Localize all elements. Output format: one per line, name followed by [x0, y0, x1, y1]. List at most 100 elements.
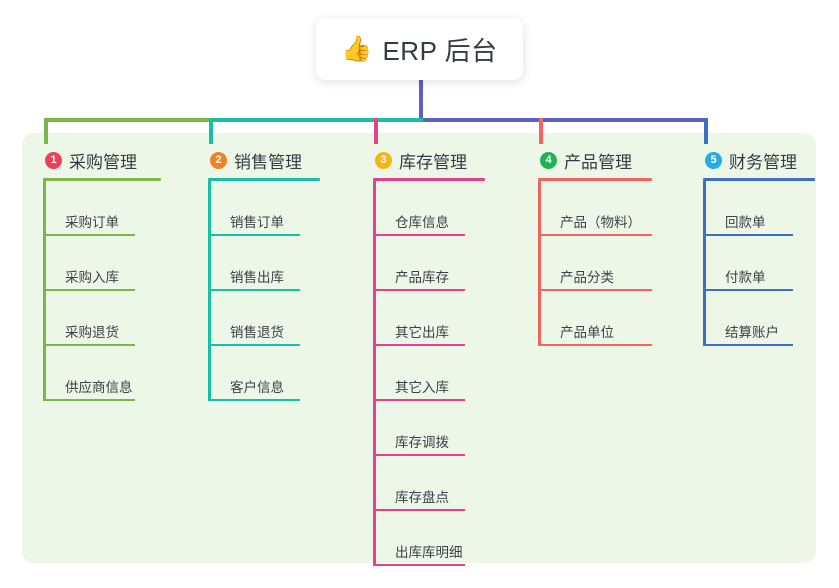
branch-drop-1	[44, 118, 48, 144]
branch-item-list: 销售订单销售出库销售退货客户信息	[208, 181, 320, 401]
branch-spine	[703, 181, 706, 346]
leaf-item[interactable]: 采购入库	[43, 236, 161, 291]
leaf-item-rule	[43, 399, 135, 401]
branch-header-4[interactable]: 4 产品管理	[538, 148, 652, 172]
leaf-item[interactable]: 供应商信息	[43, 346, 161, 401]
leaf-item[interactable]: 其它出库	[373, 291, 485, 346]
leaf-item[interactable]: 产品分类	[538, 236, 652, 291]
leaf-item-rule	[43, 289, 135, 291]
branch-item-list: 产品（物料） 产品分类产品单位	[538, 181, 652, 346]
branch-header-rule	[373, 178, 485, 181]
leaf-item[interactable]: 产品库存	[373, 236, 485, 291]
leaf-item-label: 回款单	[725, 215, 766, 230]
branch-number-badge: 4	[540, 151, 557, 169]
root-title: ERP 后台	[382, 35, 498, 66]
root-stem	[419, 80, 423, 122]
leaf-item-rule	[703, 234, 793, 236]
leaf-item-label: 仓库信息	[395, 215, 449, 230]
leaf-item[interactable]: 采购退货	[43, 291, 161, 346]
root-node[interactable]: 👍 ERP 后台	[316, 18, 523, 80]
leaf-item-label: 产品（物料）	[560, 215, 641, 230]
leaf-item-rule	[208, 234, 300, 236]
thumbs-up-icon: 👍	[341, 34, 373, 63]
branch-drop-4	[539, 118, 543, 144]
leaf-item-label: 销售订单	[230, 215, 284, 230]
leaf-item-rule	[703, 344, 793, 346]
leaf-item-label: 销售退货	[230, 325, 284, 340]
branch-header-2[interactable]: 2 销售管理	[208, 148, 320, 172]
branch-title: 产品管理	[564, 152, 632, 172]
leaf-item-label: 产品库存	[395, 270, 449, 285]
leaf-item-label: 其它出库	[395, 325, 449, 340]
branch-number-badge: 2	[210, 151, 227, 169]
leaf-item-label: 销售出库	[230, 270, 284, 285]
leaf-item[interactable]: 出库库明细	[373, 511, 485, 566]
branch-drop-5	[704, 118, 708, 144]
branch-column-4: 4 产品管理产品（物料） 产品分类产品单位	[538, 148, 652, 346]
branch-spine	[373, 181, 376, 566]
leaf-item-label: 库存盘点	[395, 490, 449, 505]
branch-spine	[208, 181, 211, 401]
leaf-item-rule	[208, 289, 300, 291]
leaf-item[interactable]: 其它入库	[373, 346, 485, 401]
leaf-item-rule	[208, 399, 300, 401]
leaf-item-label: 付款单	[725, 270, 766, 285]
branch-number-badge: 1	[45, 151, 62, 169]
leaf-item[interactable]: 销售退货	[208, 291, 320, 346]
branch-header-rule	[43, 178, 161, 181]
branches-panel	[22, 133, 816, 563]
leaf-item[interactable]: 结算账户	[703, 291, 815, 346]
leaf-item-label: 产品单位	[560, 325, 614, 340]
branch-drop-3	[374, 118, 378, 144]
leaf-item-rule	[538, 289, 652, 291]
leaf-item-label: 其它入库	[395, 380, 449, 395]
branch-title: 销售管理	[234, 152, 302, 172]
connector-segment-1	[44, 118, 209, 122]
leaf-item-rule	[373, 454, 465, 456]
leaf-item[interactable]: 回款单	[703, 181, 815, 236]
leaf-item[interactable]: 采购订单	[43, 181, 161, 236]
leaf-item[interactable]: 仓库信息	[373, 181, 485, 236]
leaf-item-rule	[43, 234, 135, 236]
leaf-item[interactable]: 销售出库	[208, 236, 320, 291]
branch-number-badge: 3	[375, 151, 392, 169]
branch-spine	[538, 181, 541, 346]
leaf-item-rule	[373, 289, 465, 291]
branch-drop-2	[209, 118, 213, 144]
leaf-item[interactable]: 销售订单	[208, 181, 320, 236]
branch-column-2: 2 销售管理销售订单销售出库销售退货客户信息	[208, 148, 320, 401]
leaf-item-rule	[373, 509, 465, 511]
leaf-item[interactable]: 库存盘点	[373, 456, 485, 511]
leaf-item-rule	[373, 564, 465, 566]
branch-spine	[43, 181, 46, 401]
leaf-item-label: 采购订单	[65, 215, 119, 230]
leaf-item[interactable]: 库存调拨	[373, 401, 485, 456]
leaf-item-label: 结算账户	[725, 325, 779, 340]
leaf-item[interactable]: 产品（物料）	[538, 181, 652, 236]
leaf-item-label: 客户信息	[230, 380, 284, 395]
leaf-item-label: 采购退货	[65, 325, 119, 340]
leaf-item[interactable]: 客户信息	[208, 346, 320, 401]
leaf-item-label: 供应商信息	[65, 380, 133, 395]
leaf-item-rule	[703, 289, 793, 291]
leaf-item-rule	[538, 234, 652, 236]
branch-title: 财务管理	[729, 152, 797, 172]
leaf-item-rule	[538, 344, 652, 346]
leaf-item[interactable]: 付款单	[703, 236, 815, 291]
branch-header-rule	[703, 178, 815, 181]
connector-segment-2	[209, 118, 423, 122]
branch-header-rule	[208, 178, 320, 181]
connector-segment-3	[423, 118, 708, 122]
leaf-item-label: 采购入库	[65, 270, 119, 285]
leaf-item-rule	[43, 344, 135, 346]
leaf-item[interactable]: 产品单位	[538, 291, 652, 346]
leaf-item-rule	[373, 399, 465, 401]
leaf-item-label: 产品分类	[560, 270, 614, 285]
